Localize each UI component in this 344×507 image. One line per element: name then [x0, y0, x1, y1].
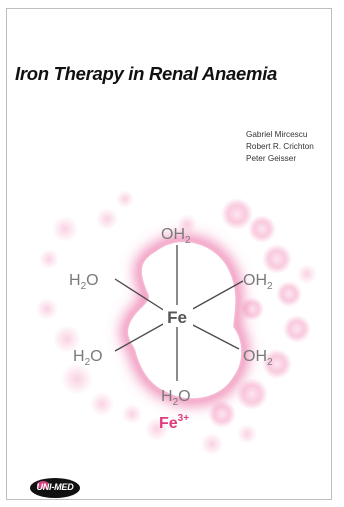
author-name: Robert R. Crichton [246, 142, 314, 151]
ligand-label: H2O [73, 348, 103, 368]
logo-text: UNI-MED [36, 482, 74, 492]
logo-shape [30, 478, 80, 498]
fe-label-backdrop [163, 305, 193, 327]
ligand-label: H2O [69, 272, 99, 292]
author-name: Peter Geisser [246, 154, 297, 163]
ligand-label: OH2 [243, 348, 273, 368]
author-name: Gabriel Mircescu [246, 130, 308, 139]
central-atom-label: Fe [167, 308, 187, 327]
book-cover: Iron Therapy in Renal Anaemia Gabriel Mi… [6, 8, 332, 500]
ligand-label: OH2 [161, 226, 191, 246]
publisher-logo: UNI-MED [29, 477, 81, 499]
book-title: Iron Therapy in Renal Anaemia [15, 63, 278, 84]
chemical-bonds [114, 245, 244, 381]
author-list: Gabriel Mircescu Robert R. Crichton Pete… [246, 129, 314, 165]
bubble-background [36, 190, 317, 455]
iron-complex-illustration: OH2 H2O OH2 H2O OH2 H2O Fe Fe3+ [36, 190, 317, 455]
ligand-labels: OH2 H2O OH2 H2O OH2 H2O [69, 226, 273, 408]
ligand-label: H2O [161, 388, 191, 408]
iron-ion-label: Fe3+ [159, 413, 189, 432]
ligand-label: OH2 [243, 272, 273, 292]
